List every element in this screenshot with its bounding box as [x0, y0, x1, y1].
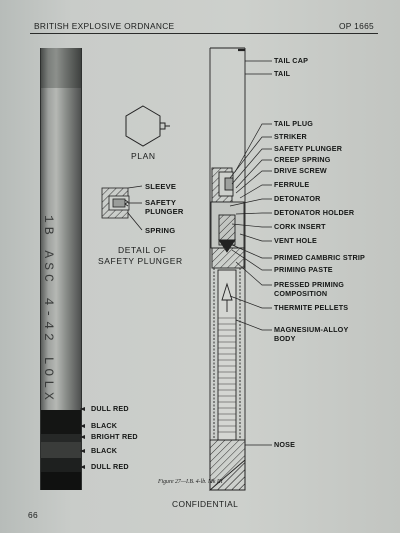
section-label-tail: TAIL	[274, 69, 291, 78]
safety-plunger-detail	[101, 185, 143, 231]
section-label-detonator-holder: DETONATOR HOLDER	[274, 208, 355, 217]
section-label-detonator: DETONATOR	[274, 194, 321, 203]
section-label-tail-cap: TAIL CAP	[274, 56, 309, 65]
section-label-vent-hole: VENT HOLE	[274, 236, 317, 245]
plan-label: PLAN	[131, 151, 156, 161]
band-label-bright-red: BRIGHT RED	[91, 432, 138, 441]
section-label-primed-cambric-strip: PRIMED CAMBRIC STRIP	[274, 253, 366, 262]
section-label-nose: NOSE	[274, 440, 296, 449]
band-label-black-upper: BLACK	[91, 421, 118, 430]
header-title: BRITISH EXPLOSIVE ORDNANCE	[34, 21, 175, 31]
section-label-thermite-pellets: THERMITE PELLETS	[274, 303, 349, 312]
header-reference: OP 1665	[338, 21, 374, 31]
page-number: 66	[28, 510, 39, 520]
band-black-lower	[41, 458, 81, 472]
section-label-striker: STRIKER	[274, 132, 307, 141]
band-dull-red-lower	[41, 472, 81, 490]
section-label-drive-screw: DRIVE SCREW	[274, 166, 327, 175]
section-label-cork-insert: CORK INSERT	[274, 222, 326, 231]
header-rule	[30, 33, 378, 34]
section-label-ferrule: FERRULE	[274, 180, 310, 189]
band-label-dull-red-lower: DULL RED	[91, 462, 129, 471]
thermite-pellet-lines	[218, 317, 236, 433]
section-label-safety-plunger: SAFETY PLUNGER	[274, 144, 343, 153]
bomb-section	[208, 47, 246, 491]
detail-title-line2: SAFETY PLUNGER	[98, 256, 183, 266]
section-label-tail-plug: TAIL PLUG	[274, 119, 314, 128]
section-label-body: BODY	[274, 334, 296, 343]
detail-label-plunger: PLUNGER	[145, 207, 184, 216]
figure-caption: Figure 27—I.B. 4-lb. Mk III	[158, 479, 223, 485]
section-label-creep-spring: CREEP SPRING	[274, 155, 331, 164]
detail-label-sleeve: SLEEVE	[145, 182, 177, 191]
detail-label-safety: SAFETY	[145, 198, 177, 207]
section-label-priming-paste: PRIMING PASTE	[274, 265, 333, 274]
section-leader-lines	[229, 60, 272, 446]
band-label-black-lower: BLACK	[91, 446, 118, 455]
plan-view	[125, 105, 170, 147]
section-label-magnesium-alloy: MAGNESIUM-ALLOY	[274, 325, 349, 334]
section-label-pressed-priming: PRESSED PRIMING	[274, 280, 345, 289]
band-dull-red-upper	[41, 410, 81, 434]
band-arrowheads	[80, 407, 85, 469]
band-label-dull-red-upper: DULL RED	[91, 404, 129, 413]
band-bright-red	[41, 442, 81, 458]
band-black-upper	[41, 434, 81, 442]
detail-label-spring: SPRING	[145, 226, 176, 235]
photo-tail-shadow	[41, 48, 81, 88]
section-label-composition: COMPOSITION	[274, 289, 328, 298]
detail-title-line1: DETAIL OF	[118, 245, 167, 255]
bomb-photograph	[40, 48, 82, 490]
classification-marking: CONFIDENTIAL	[172, 499, 239, 509]
